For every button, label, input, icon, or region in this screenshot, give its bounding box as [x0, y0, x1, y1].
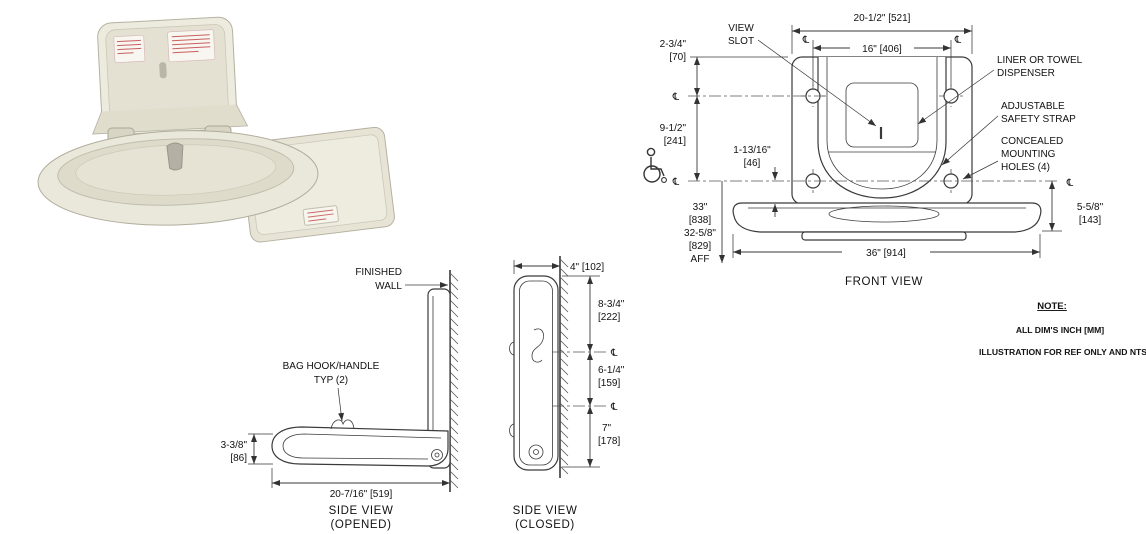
dim-aff-4: [829] [689, 241, 711, 252]
dim-inner-width: 16" [406] ℄ ℄ [802, 35, 962, 86]
side-opened-title-2: (OPENED) [330, 519, 391, 531]
dim-aff-1: 33" [693, 202, 708, 213]
closed-unit-profile [513, 275, 559, 471]
holes-label-3: HOLES (4) [1001, 162, 1050, 173]
product-photo [37, 16, 395, 243]
dim-tray-in: 5-5/8" [1077, 202, 1104, 213]
note-line-2: ILLUSTRATION FOR REF ONLY AND NTS [979, 347, 1146, 357]
side-closed-title-2: (CLOSED) [515, 519, 575, 531]
dim-aff-5: AFF [691, 254, 710, 265]
callout-strap: ADJUSTABLE SAFETY STRAP [941, 101, 1076, 166]
liner-label-1: LINER OR TOWEL [997, 55, 1083, 66]
dim-top-offset-mm: [70] [669, 52, 686, 63]
dim-c-mm: [178] [598, 436, 620, 447]
tray-front [732, 202, 1042, 241]
dim-lip-mm: [86] [230, 453, 247, 464]
side-closed-title-1: SIDE VIEW [513, 505, 578, 517]
front-view-title: FRONT VIEW [845, 276, 923, 288]
side-view-closed: 4" [102] 8-3/4" [222] ℄ 6-1/4" [159] ℄ 7… [509, 256, 625, 531]
dim-upper-mm: [241] [664, 136, 686, 147]
dim-total-width: 36" [914] [732, 234, 1041, 259]
dim-left-column: 2-3/4" [70] ℄ 9-1/2" [241] ℄ [660, 39, 826, 188]
side-view-opened: FINISHED WALL BAG HOOK/HANDLE TYP (2) 3-… [221, 267, 459, 531]
dim-inner-width-label: 16" [406] [862, 44, 902, 55]
dim-tray-mm: [143] [1079, 215, 1101, 226]
strap-label-1: ADJUSTABLE [1001, 101, 1065, 112]
centerline-symbol: ℄ [610, 348, 618, 359]
closed-hook-bumps [509, 341, 515, 438]
centerline-symbol: ℄ [954, 35, 962, 46]
hinge-pivot [431, 449, 443, 461]
callout-liner: LINER OR TOWEL DISPENSER [917, 55, 1083, 125]
centerline-symbol: ℄ [802, 35, 810, 46]
view-slot-label-2: SLOT [728, 36, 754, 47]
dim-c-in: 7" [602, 423, 612, 434]
dim-a-in: 8-3/4" [598, 299, 625, 310]
tray-recess-inner [826, 57, 938, 190]
strap-label-2: SAFETY STRAP [1001, 114, 1076, 125]
dim-top-width-label: 20-1/2" [521] [854, 13, 911, 24]
render-safety-strap [166, 142, 184, 171]
holes-label-1: CONCEALED [1001, 136, 1063, 147]
dim-aff: 33" [838] 32-5/8" [829] AFF [684, 181, 725, 265]
dim-upper-in: 9-1/2" [660, 123, 687, 134]
dim-slot-mm: [46] [744, 158, 761, 169]
closed-hinge-pivot [528, 444, 544, 460]
dim-top-offset-in: 2-3/4" [660, 39, 687, 50]
dim-slot-in: 1-13/16" [733, 145, 771, 156]
dim-b-in: 6-1/4" [598, 365, 625, 376]
dim-total-width-label: 36" [914] [866, 248, 906, 259]
dim-closed-depth: 4" [102] [513, 260, 604, 274]
closed-strap-detail [531, 328, 544, 363]
bag-hook-label-2: TYP (2) [314, 375, 348, 386]
finished-wall-label-1: FINISHED [355, 267, 402, 278]
callout-bag-hook: BAG HOOK/HANDLE TYP (2) [283, 361, 380, 422]
notes-block: NOTE: ALL DIM'S INCH [MM] ILLUSTRATION F… [979, 301, 1146, 357]
dim-a-mm: [222] [598, 312, 620, 323]
wall-hatch-opened [449, 272, 459, 489]
render-open-tray [37, 130, 319, 226]
centerline-symbol: ℄ [672, 177, 680, 188]
wall-bracket [427, 288, 451, 469]
dim-b-mm: [159] [598, 378, 620, 389]
centerline-symbol: ℄ [610, 402, 618, 413]
tray-base [801, 231, 967, 241]
dim-depth-label: 4" [102] [570, 262, 604, 273]
dispenser-window [845, 82, 919, 148]
wall-hatch-closed [559, 258, 569, 475]
holes-label-2: MOUNTING [1001, 149, 1056, 160]
bag-hook-profile [330, 419, 355, 430]
side-opened-title-1: SIDE VIEW [329, 505, 394, 517]
dim-tray-height: ℄ 5-5/8" [143] [1042, 178, 1104, 232]
callout-mounting-holes: CONCEALED MOUNTING HOLES (4) [962, 136, 1063, 180]
centerline-symbol: ℄ [1066, 178, 1074, 189]
dim-aff-3: 32-5/8" [684, 228, 716, 239]
wheelchair-icon [643, 147, 667, 183]
callout-view-slot: VIEW SLOT [728, 23, 877, 127]
note-line-1: ALL DIM'S INCH [MM] [1016, 325, 1104, 335]
open-tray-profile [271, 426, 449, 467]
dim-closed-chain: 8-3/4" [222] ℄ 6-1/4" [159] ℄ 7" [178] [552, 275, 625, 468]
dim-lip: 3-3/8" [86] [221, 433, 273, 465]
dim-slot-offset: 1-13/16" [46] [733, 145, 778, 217]
note-heading: NOTE: [1037, 301, 1067, 312]
render-back-panel [92, 16, 249, 136]
mounting-holes [801, 85, 963, 193]
finished-wall-label-2: WALL [375, 281, 402, 292]
dim-open-length-label: 20-7/16" [519] [330, 489, 393, 500]
dim-aff-2: [838] [689, 215, 711, 226]
bag-hook-label-1: BAG HOOK/HANDLE [283, 361, 380, 372]
dim-open-length: 20-7/16" [519] [271, 468, 450, 500]
dim-lip-in: 3-3/8" [221, 440, 248, 451]
view-slot-label-1: VIEW [728, 23, 754, 34]
tray-handle-recess [828, 205, 940, 223]
liner-label-2: DISPENSER [997, 68, 1055, 79]
front-view: 20-1/2" [521] 16" [406] ℄ ℄ 2-3/4" [70] … [643, 13, 1104, 288]
centerline-symbol: ℄ [672, 92, 680, 103]
dim-top-width: 20-1/2" [521] [791, 13, 973, 54]
